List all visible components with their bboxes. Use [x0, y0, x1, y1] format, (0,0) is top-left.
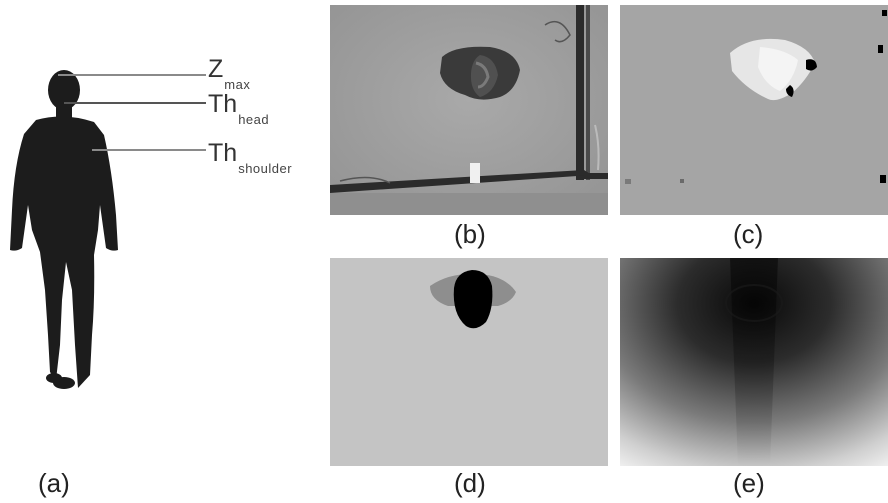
segmentation-image [330, 258, 608, 466]
panel-d: (d) [330, 258, 608, 498]
caption-d: (d) [454, 468, 486, 498]
depth-image [620, 5, 888, 215]
panel-a: Zmax Thhead Thshoulder (a) [0, 0, 320, 503]
person-silhouette [10, 70, 206, 389]
zmax-label: Zmax [208, 55, 251, 92]
caption-c: (c) [733, 219, 764, 249]
panel-e: (e) [620, 258, 888, 498]
distance-map [620, 258, 888, 466]
caption-a: (a) [38, 468, 70, 498]
thhead-label: Thhead [208, 90, 270, 127]
caption-b: (b) [454, 219, 486, 249]
thshoulder-label: Thshoulder [208, 139, 293, 176]
panel-b: (b) [330, 5, 608, 249]
caption-e: (e) [733, 468, 765, 498]
overhead-photo [330, 5, 608, 215]
panel-c: (c) [620, 5, 888, 249]
head-region [453, 270, 493, 329]
